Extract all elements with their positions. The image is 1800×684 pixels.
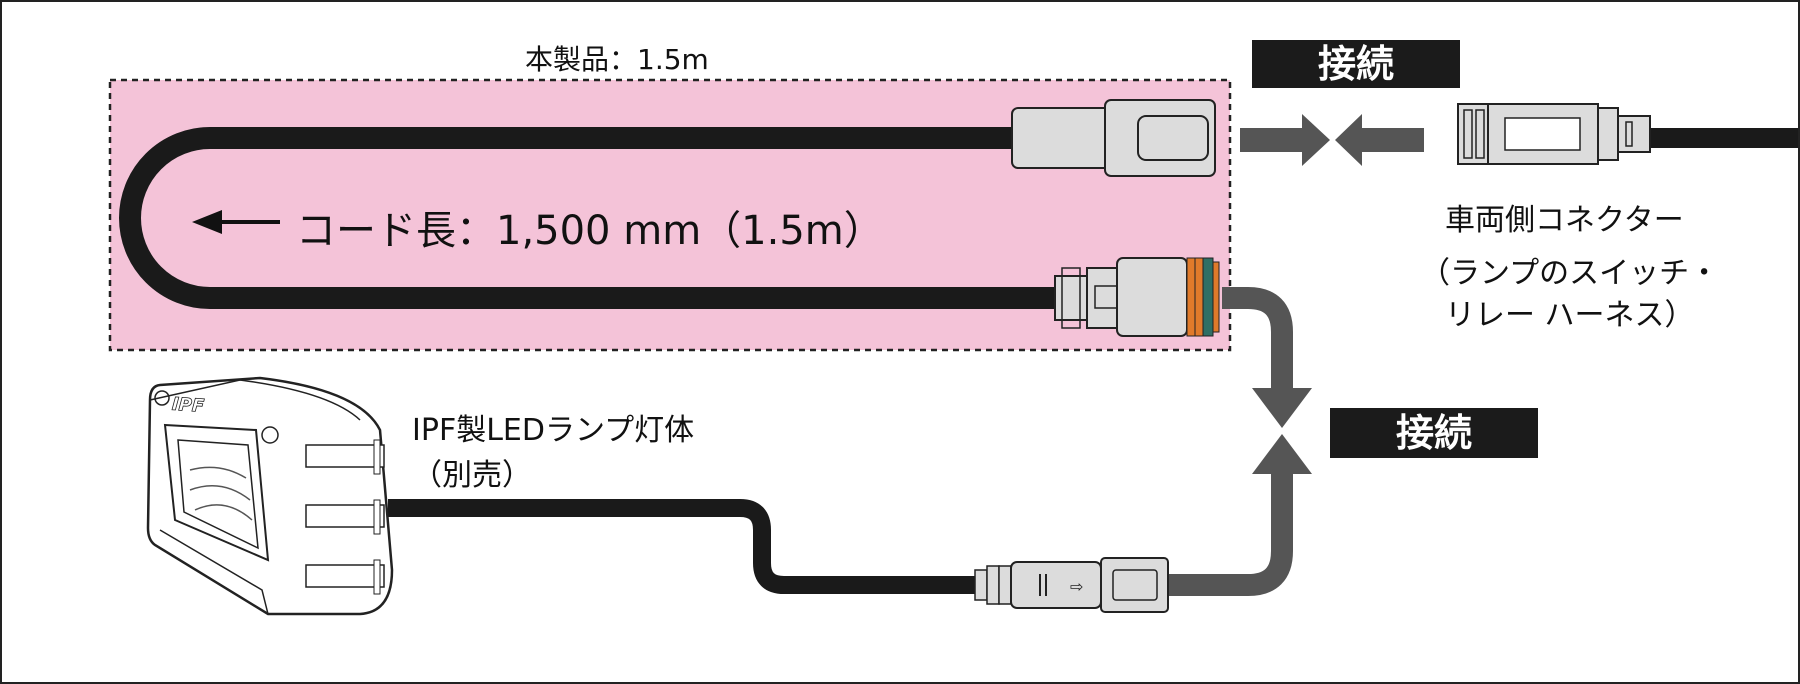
- svg-text:⇨: ⇨: [1070, 577, 1083, 596]
- lamp-cable: [388, 499, 985, 594]
- vehicle-connector-label: 車両側コネクター: [1445, 203, 1684, 238]
- connect-line-product: [1222, 287, 1312, 428]
- product-label: 本製品：1.5m: [525, 43, 709, 76]
- connect-badge-top: 接続: [1252, 40, 1460, 88]
- product-connector-bottom: [1054, 257, 1220, 337]
- lamp-sold-separately-label: （別売）: [412, 458, 532, 493]
- cord-length-label: コード長：1,500 mm（1.5m）: [296, 208, 884, 254]
- vehicle-connector: [1457, 103, 1798, 165]
- product-cable: [119, 127, 1060, 309]
- vehicle-connector-note-line2: リレー ハーネス）: [1445, 298, 1695, 333]
- arrow-right-icon: [1240, 114, 1330, 166]
- lamp-logo: IPF: [171, 394, 205, 417]
- arrow-left-icon: [192, 210, 280, 234]
- arrow-left-icon: [1335, 114, 1424, 166]
- lamp-label: IPF製LEDランプ灯体: [412, 413, 695, 448]
- connect-badge-middle: 接続: [1330, 408, 1538, 458]
- connect-line-lamp: [1168, 434, 1312, 596]
- lamp-connector: ⇨: [974, 557, 1169, 613]
- product-connector-top: [1011, 99, 1216, 177]
- vehicle-connector-note-line1: （ランプのスイッチ・: [1420, 256, 1720, 291]
- led-lamp-body: [146, 376, 394, 616]
